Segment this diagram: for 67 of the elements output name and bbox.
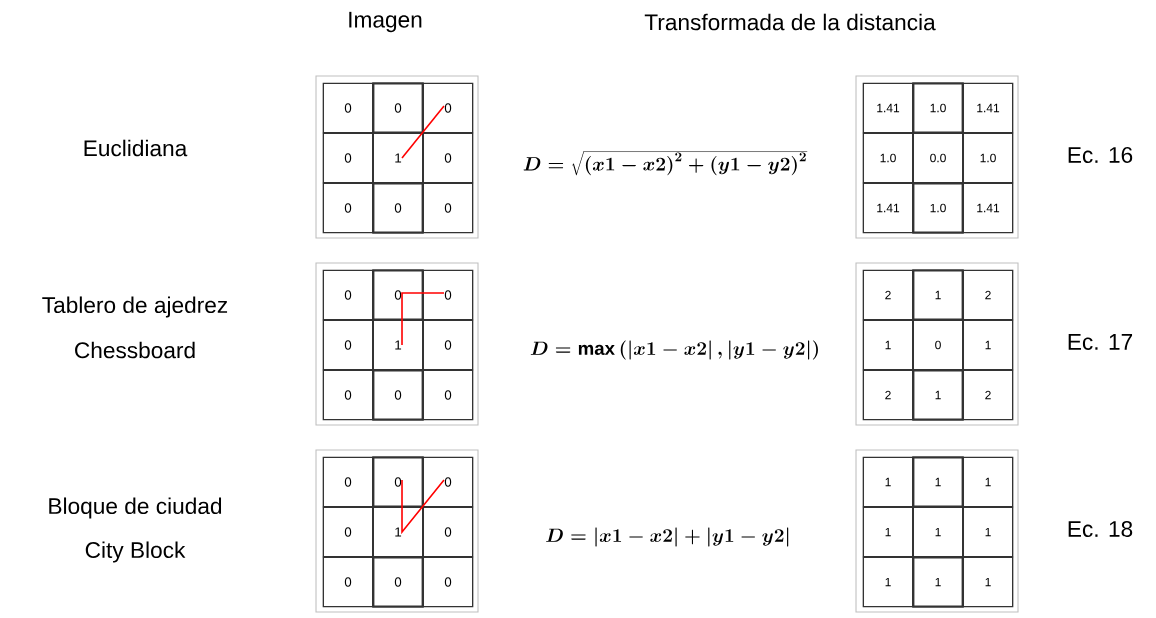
grid-cell: 1 [912, 269, 964, 321]
grid-cell: 0 [372, 369, 424, 421]
grid-cell: 1 [862, 556, 914, 608]
grid-cell: 0 [422, 82, 474, 134]
grid-cell: 0 [422, 456, 474, 508]
grid-cell: 1 [912, 506, 964, 558]
grid-cell: 1.0 [962, 132, 1014, 184]
grid-cell: 0 [422, 319, 474, 371]
grid-cell: 1.41 [862, 182, 914, 234]
grid-cell: 2 [862, 269, 914, 321]
distance-formula: $D=\left|x1-x2\right|+\left|y1-y2\right|$ [546, 527, 789, 547]
row-label: Euclidiana [84, 139, 188, 157]
grid-cell: 0 [322, 369, 374, 421]
grid-cell: 1 [372, 506, 424, 558]
grid-cell: 1.0 [862, 132, 914, 184]
grid-cell: 2 [862, 369, 914, 421]
row-label: Tablero de ajedrez [42, 296, 228, 318]
grid-cell: 1.41 [962, 82, 1014, 134]
grid-cell: 0 [422, 556, 474, 608]
grid-cell: 0 [912, 319, 964, 371]
column-heading: Imagen [349, 11, 422, 33]
grid-cell: 1 [962, 556, 1014, 608]
column-heading: Transformada de la distancia [644, 13, 936, 31]
grid-cell: 1 [372, 132, 424, 184]
grid-cell: 0 [322, 456, 374, 508]
grid-cell: 1.41 [862, 82, 914, 134]
equation-number: Ec. 16 [1068, 147, 1133, 164]
grid-cell: 1.41 [962, 182, 1014, 234]
row-label: City Block [85, 541, 186, 563]
equation-number: Ec. 17 [1068, 334, 1133, 350]
grid-cell: 1 [862, 506, 914, 558]
grid-cell: 1 [962, 319, 1014, 371]
grid-cell: 1 [912, 556, 964, 608]
grid-cell: 0 [422, 182, 474, 234]
row-label: Chessboard [75, 341, 195, 359]
grid-cell: 1 [962, 506, 1014, 558]
grid-cell: 0 [372, 456, 424, 508]
grid-cell: 0 [372, 556, 424, 608]
grid-cell: 2 [962, 369, 1014, 421]
grid-cell: 1 [862, 456, 914, 508]
grid-cell: 0 [322, 182, 374, 234]
equation-number: Ec. 18 [1068, 521, 1133, 538]
grid-cell: 1 [372, 319, 424, 371]
grid-cell: 2 [962, 269, 1014, 321]
grid-cell: 0.0 [912, 132, 964, 184]
grid-cell: 0 [422, 132, 474, 184]
grid-cell: 0 [422, 506, 474, 558]
grid-cell: 0 [322, 132, 374, 184]
grid-cell: 0 [322, 269, 374, 321]
grid-cell: 0 [372, 182, 424, 234]
grid-cell: 0 [322, 82, 374, 134]
distance-formula: $D=\max\left(\left|x1-x2\right|,\left|y1-y2\right|\right)$ [530, 340, 818, 360]
grid-cell: 0 [372, 82, 424, 134]
grid-cell: 0 [322, 319, 374, 371]
grid-cell: 1 [862, 319, 914, 371]
grid-cell: 1 [962, 456, 1014, 508]
grid-cell: 0 [322, 506, 374, 558]
grid-cell: 1.0 [912, 182, 964, 234]
distance-formula: $D=\sqrt{\left(x1-x2\right)^2+\left(y1-y2\right)^2}$ [523, 151, 808, 176]
row-label: Bloque de ciudad [49, 497, 222, 519]
grid-cell: 0 [422, 269, 474, 321]
grid-cell: 1 [912, 369, 964, 421]
grid-cell: 0 [422, 369, 474, 421]
grid-cell: 1 [912, 456, 964, 508]
grid-cell: 1.0 [912, 82, 964, 134]
grid-cell: 0 [372, 269, 424, 321]
grid-cell: 0 [322, 556, 374, 608]
